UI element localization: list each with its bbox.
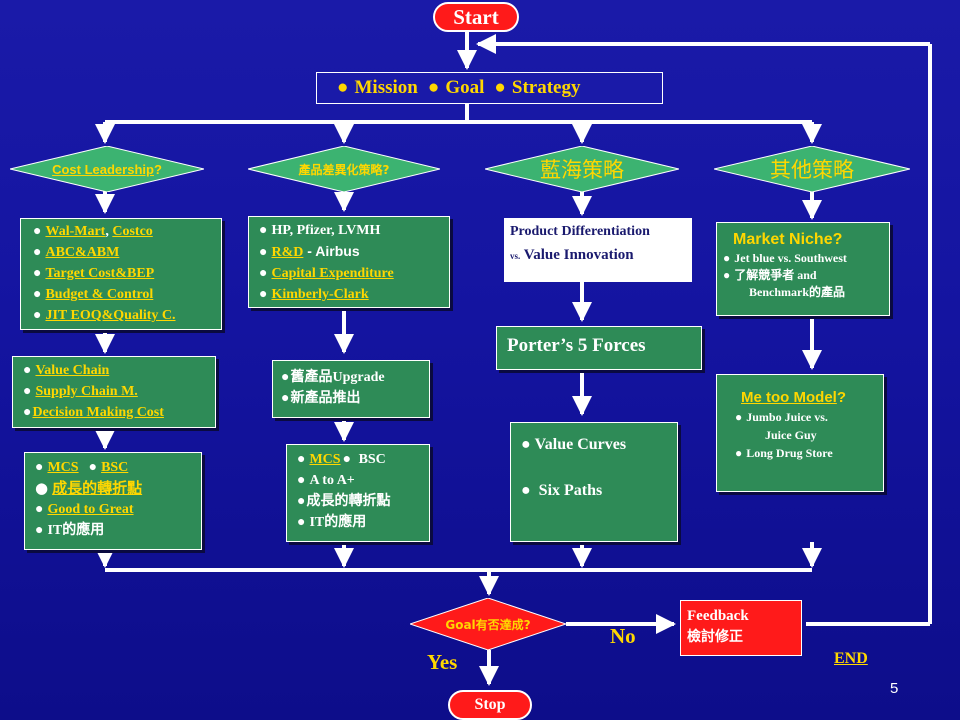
goal-check-diamond: Goal有否達成? xyxy=(410,598,566,650)
decision-making-cost-link[interactable]: Decision Making Cost xyxy=(32,405,164,420)
it-application-text-2: IT的應用 xyxy=(309,515,367,530)
bep-link[interactable]: &BEP xyxy=(115,266,155,281)
me-too-model-link[interactable]: Me too Model xyxy=(741,389,837,406)
cost-leadership-examples-box: ●Wal-Mart, Costco ●ABC&ABM ●Target Cost&… xyxy=(20,218,222,330)
turning-point-link-1[interactable]: 成長的轉折點 xyxy=(52,479,143,497)
a-to-a-plus-text: A to A+ xyxy=(309,473,355,488)
porter-five-forces-box: Porter’s 5 Forces xyxy=(496,326,702,370)
other-strategy-diamond: 其他策略 xyxy=(714,146,910,192)
hp-pfizer-lvmh-text: HP, Pfizer, LVMH xyxy=(271,223,381,238)
eoq-quality-link[interactable]: EOQ&Quality C. xyxy=(67,308,176,323)
market-niche-question: ? xyxy=(832,231,843,248)
review-revise-text: 檢討修正 xyxy=(687,629,743,645)
bsc-text-2: BSC xyxy=(355,452,386,467)
start-label: Start xyxy=(453,5,499,29)
costco-link[interactable]: Costco xyxy=(112,224,153,239)
jit-link[interactable]: JIT xyxy=(45,308,68,323)
juice-guy-text: Juice Guy xyxy=(765,428,817,442)
jumbo-juice-text: Jumbo Juice vs. xyxy=(746,410,828,424)
product-upgrade-text: 舊產品Upgrade xyxy=(290,370,385,385)
goal-check-diamond-shape xyxy=(410,598,566,650)
slide-number: 5 xyxy=(890,680,899,697)
walmart-link[interactable]: Wal-Mart xyxy=(45,224,106,239)
cost-leadership-question: ? xyxy=(153,161,162,177)
mcs-bsc-box-1: ●MCS●BSC ●成長的轉折點 ●Good to Great ●IT的應用 xyxy=(24,452,202,550)
porter-five-forces-text: Porter’s 5 Forces xyxy=(507,335,646,356)
turning-point-text-2: 成長的轉折點 xyxy=(306,494,391,509)
mcs-link-2[interactable]: MCS xyxy=(309,452,341,467)
separator-text: , xyxy=(105,224,113,239)
benchmark-product-text: Benchmark的產品 xyxy=(749,285,846,299)
it-application-text-1: IT的應用 xyxy=(47,523,105,538)
mission-label: Mission xyxy=(354,77,418,98)
supply-chain-m-link[interactable]: M. xyxy=(117,384,138,399)
strategy-label: Strategy xyxy=(511,77,581,98)
stop-node: Stop xyxy=(448,690,532,720)
market-niche-title: Market Niche xyxy=(733,231,833,248)
supply-chain-link[interactable]: Supply Chain xyxy=(35,384,118,399)
goal-check-label: Goal有否達成? xyxy=(445,617,531,632)
product-differentiation-text: Product Differentiation xyxy=(510,224,650,239)
value-innovation-text: Value Innovation xyxy=(520,247,634,263)
value-chain-box: ●Value Chain ●Supply Chain M. ●Decision … xyxy=(12,356,216,428)
kimberly-clark-link[interactable]: Kimberly-Clark xyxy=(271,287,369,302)
stop-label: Stop xyxy=(474,696,506,713)
vs-text: vs. xyxy=(510,251,521,261)
good-to-great-link[interactable]: Good to Great xyxy=(47,502,134,517)
yes-label: Yes xyxy=(427,650,458,674)
product-differentiation-diamond: 產品差異化策略? xyxy=(248,146,440,192)
bsc-link-1[interactable]: BSC xyxy=(101,460,129,475)
product-differentiation-label: 產品差異化策略? xyxy=(298,162,390,177)
rnd-link[interactable]: R&D xyxy=(271,245,304,260)
me-too-question: ? xyxy=(836,389,846,406)
end-link[interactable]: END xyxy=(834,650,868,667)
blue-ocean-diamond: 藍海策略 xyxy=(485,146,679,192)
value-curves-box: ●Value Curves ●Six Paths xyxy=(510,422,678,542)
jetblue-southwest-text: Jet blue vs. Southwest xyxy=(734,251,847,265)
long-drug-store-text: Long Drug Store xyxy=(746,446,833,460)
differentiation-examples-box: ●HP, Pfizer, LVMH ●R&D - Airbus ●Capital… xyxy=(248,216,450,308)
blue-ocean-diamond-shape xyxy=(485,146,679,192)
feedback-box: Feedback 檢討修正 xyxy=(680,600,802,656)
feedback-text: Feedback xyxy=(687,608,749,624)
cost-leadership-diamond-shape xyxy=(10,146,204,192)
other-strategy-diamond-shape xyxy=(714,146,910,192)
target-cost-link[interactable]: Target Cost xyxy=(45,266,116,281)
product-differentiation-diamond-shape xyxy=(248,146,440,192)
value-chain-link[interactable]: Value Chain xyxy=(35,363,110,378)
product-upgrade-box: ●舊產品Upgrade ●新產品推出 xyxy=(272,360,430,418)
six-paths-text: Six Paths xyxy=(538,482,603,499)
other-strategy-label: 其他策略 xyxy=(770,158,854,182)
me-too-model-box: Me too Model? ●Jumbo Juice vs. Juice Guy… xyxy=(716,374,884,492)
capital-expenditure-link[interactable]: Capital Expenditure xyxy=(271,266,394,281)
market-niche-box: Market Niche? ●Jet blue vs. Southwest ●了… xyxy=(716,222,890,316)
start-node: Start xyxy=(433,2,519,32)
cost-leadership-link[interactable]: Cost Leadership xyxy=(52,161,154,177)
airbus-text: - Airbus xyxy=(303,243,360,259)
no-label: No xyxy=(610,624,636,648)
budget-control-link[interactable]: Budget & Control xyxy=(45,287,154,302)
product-differentiation-vs-innovation-box: Product Differentiation vs. Value Innova… xyxy=(504,218,692,282)
blue-ocean-label: 藍海策略 xyxy=(540,158,624,182)
mcs-bsc-box-2: ●MCS● BSC ●A to A+ ●成長的轉折點 ●IT的應用 xyxy=(286,444,430,542)
goal-label: Goal xyxy=(445,77,485,98)
value-curves-text: Value Curves xyxy=(534,436,627,453)
cost-leadership-diamond: Cost Leadership? xyxy=(10,146,204,192)
mission-goal-strategy-box: ●Mission ●Goal ●Strategy xyxy=(316,72,663,104)
new-product-text: 新產品推出 xyxy=(290,391,361,406)
mcs-link-1[interactable]: MCS xyxy=(47,460,79,475)
abc-abm-link[interactable]: ABC&ABM xyxy=(45,245,120,260)
competitor-understanding-text: 了解競爭者 and xyxy=(734,268,817,282)
